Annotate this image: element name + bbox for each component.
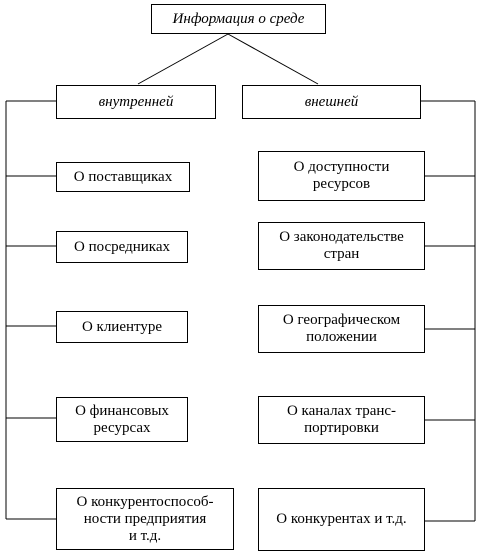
internal-item-competitiveness: О конкурентоспособ- ности предприятия и … bbox=[56, 488, 234, 550]
internal-item-intermediaries: О посредниках bbox=[56, 231, 188, 263]
external-item-legislation: О законодательстве стран bbox=[258, 222, 425, 270]
external-item-geographic-position: О географическом положении bbox=[258, 305, 425, 353]
internal-category-node: внутренней bbox=[56, 85, 216, 119]
external-item-resource-availability: О доступности ресурсов bbox=[258, 151, 425, 201]
root-to-internal-line bbox=[137, 33, 229, 85]
root-to-external-line bbox=[227, 33, 319, 85]
root-node: Информация о среде bbox=[151, 4, 326, 34]
internal-item-financial-resources: О финансовых ресурсах bbox=[56, 397, 188, 442]
internal-item-clientele: О клиентуре bbox=[56, 311, 188, 343]
external-category-node: внешней bbox=[242, 85, 421, 119]
external-item-competitors: О конкурентах и т.д. bbox=[258, 488, 425, 551]
external-item-transport-channels: О каналах транс- портировки bbox=[258, 396, 425, 444]
internal-item-suppliers: О поставщиках bbox=[56, 162, 190, 192]
